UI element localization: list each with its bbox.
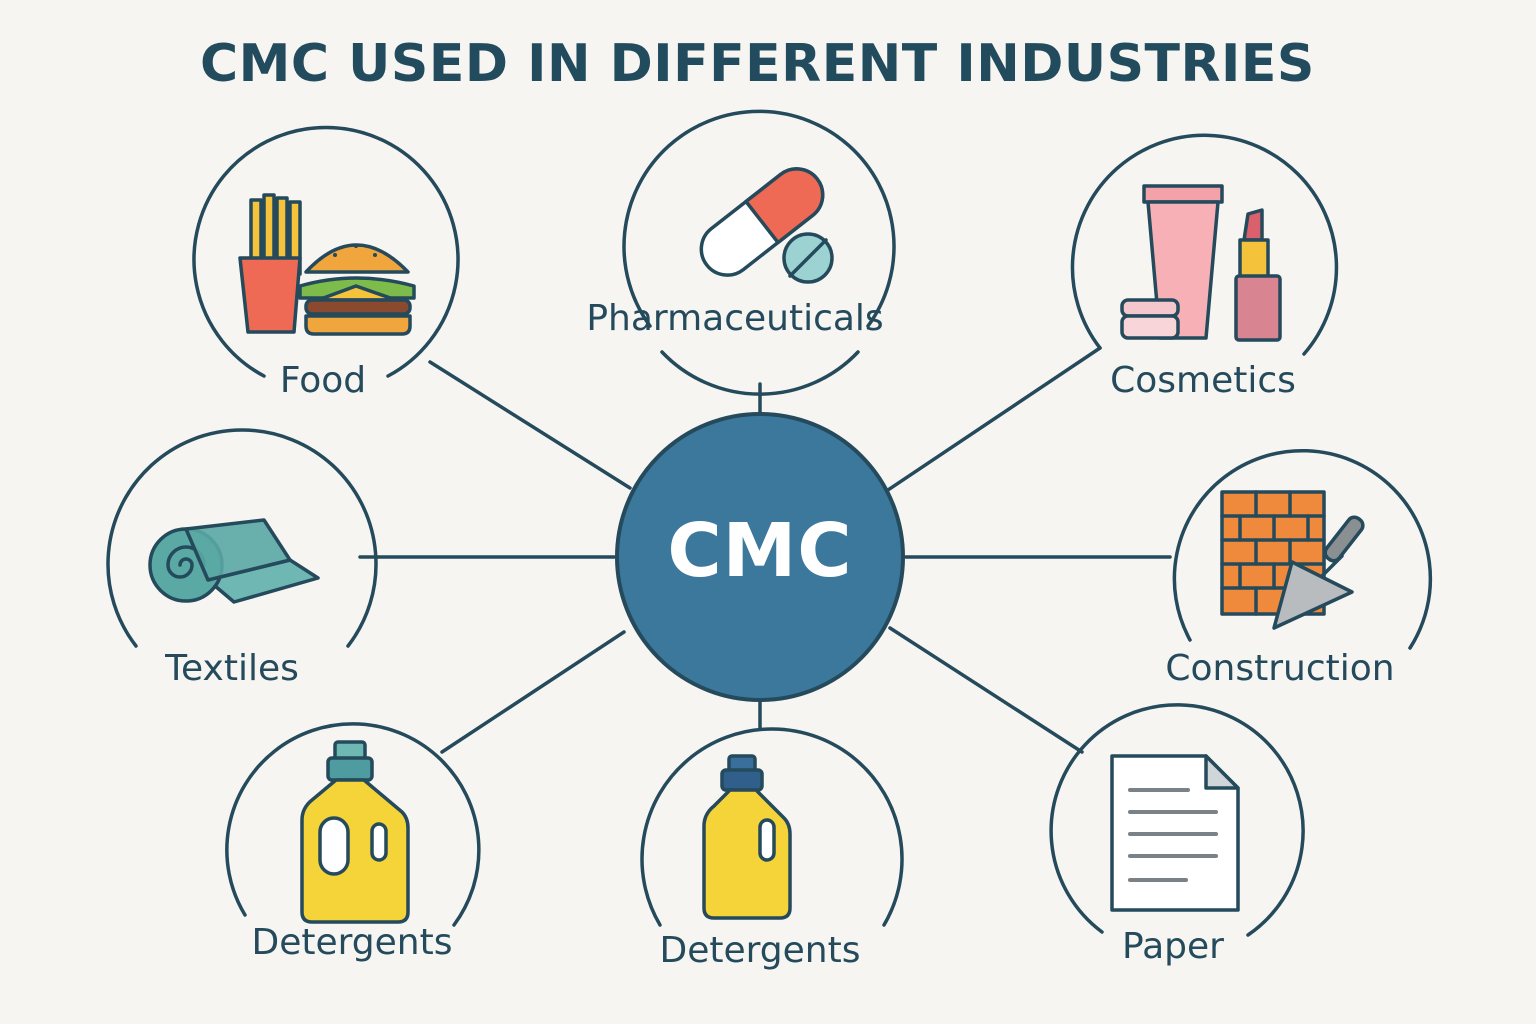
- pill-icon: [699, 167, 834, 284]
- document-icon: [1110, 754, 1240, 912]
- ring-detergents-left: [225, 722, 481, 927]
- node-label-textiles: Textiles: [165, 648, 299, 689]
- ring-construction: [1172, 449, 1433, 650]
- connector-paper: [888, 626, 1084, 754]
- ring-textiles: [106, 428, 378, 648]
- node-label-paper: Paper: [1122, 926, 1224, 967]
- ring-food: [192, 125, 460, 378]
- food-icon: [238, 193, 416, 336]
- detergent-bottle-icon: [702, 754, 792, 920]
- ring-pharmaceuticals-bottom: [660, 350, 860, 396]
- ring-detergents-center: [640, 727, 904, 927]
- node-label-detergents-left: Detergents: [251, 922, 453, 963]
- cmc-center-node: [615, 412, 905, 702]
- center-label: CMC: [667, 508, 853, 594]
- ring-pharmaceuticals-top: [622, 109, 896, 328]
- ring-paper: [1049, 703, 1305, 937]
- connectors: [358, 346, 1172, 754]
- node-rings: [106, 109, 1433, 937]
- connector-food: [428, 360, 632, 490]
- node-label-pharmaceuticals: Pharmaceuticals: [586, 298, 884, 339]
- node-label-detergents-center: Detergents: [659, 930, 861, 971]
- bricks-trowel-icon: [1220, 490, 1365, 630]
- cosmetics-icon: [1120, 184, 1282, 342]
- node-label-construction: Construction: [1165, 648, 1395, 689]
- ring-cosmetics: [1070, 133, 1339, 356]
- node-label-cosmetics: Cosmetics: [1110, 360, 1296, 401]
- node-label-food: Food: [279, 360, 367, 401]
- connector-cosmetics: [886, 346, 1102, 492]
- connector-detergents-left: [440, 630, 626, 754]
- detergent-bottle-icon: [300, 740, 410, 924]
- diagram-title: CMC USED IN DIFFERENT INDUSTRIES: [200, 34, 1315, 94]
- fabric-roll-icon: [148, 518, 320, 604]
